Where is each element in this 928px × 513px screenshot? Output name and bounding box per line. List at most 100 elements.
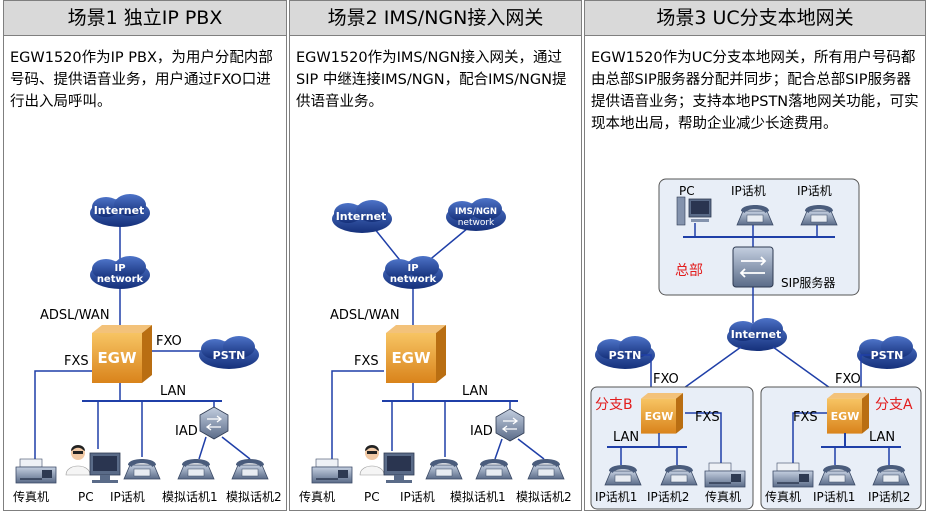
egw-branch-a-label: EGW bbox=[831, 410, 860, 423]
fxs-label-a: FXS bbox=[793, 410, 818, 425]
fxs-label-b: FXS bbox=[695, 410, 720, 425]
fax-machine bbox=[15, 458, 57, 484]
hq-label: 总部 bbox=[675, 263, 703, 279]
adsl-wan-label: ADSL/WAN bbox=[330, 308, 400, 323]
fxs-label: FXS bbox=[354, 354, 379, 369]
branch-a-device-label-1: 传真机 bbox=[765, 489, 801, 504]
pstn-cloud: PSTN bbox=[199, 336, 259, 369]
pc-user bbox=[65, 444, 121, 484]
link-internet-branch-b bbox=[676, 346, 742, 394]
scene1-diagram: Internet IP network PSTN EGW ADSL/WAN FX… bbox=[13, 194, 282, 504]
device-label-analog1: 模拟话机1 bbox=[450, 490, 506, 504]
branch-b-device-label-2: IP话机2 bbox=[647, 490, 689, 504]
branch-b-device-label-3: 传真机 bbox=[705, 489, 741, 504]
fxs-label: FXS bbox=[64, 354, 89, 369]
branch-b-device-label-1: IP话机1 bbox=[595, 490, 637, 504]
link-iad-analog2 bbox=[517, 438, 545, 460]
fax-machine bbox=[311, 458, 353, 484]
hq-device-label-phone2: IP话机 bbox=[797, 184, 832, 198]
link-fxs-fax bbox=[34, 370, 92, 461]
pstn-cloud-b-label: PSTN bbox=[609, 349, 642, 362]
iad-device bbox=[495, 408, 525, 442]
analog-phone-2 bbox=[231, 458, 269, 480]
scene2-diagram: Internet IMS/NGN network IP network EGW … bbox=[299, 198, 572, 504]
scene2-panel: 场景2 IMS/NGN接入网关 EGW1520作为IMS/NGN接入网关，通过S… bbox=[289, 0, 582, 511]
branch-a-label: 分支A bbox=[875, 397, 913, 413]
link-egw-b-fax bbox=[685, 412, 722, 463]
egw-device: EGW bbox=[386, 325, 446, 383]
link-internet-branch-a bbox=[772, 346, 838, 394]
adsl-wan-label: ADSL/WAN bbox=[40, 308, 110, 323]
ip-cloud-label-2: network bbox=[390, 274, 437, 285]
egw-branch-b-label: EGW bbox=[645, 410, 674, 423]
ims-cloud-label-2: network bbox=[458, 218, 495, 228]
link-iad-analog1 bbox=[198, 436, 207, 460]
internet-cloud-label: Internet bbox=[336, 210, 387, 223]
device-label-analog2: 模拟话机2 bbox=[226, 490, 282, 504]
ip-cloud-label-1: IP bbox=[114, 263, 125, 274]
lan-label: LAN bbox=[462, 384, 488, 399]
egw-label: EGW bbox=[97, 349, 137, 367]
scene1-panel: 场景1 独立IP PBX EGW1520作为IP PBX，为用户分配内部号码、提… bbox=[3, 0, 287, 511]
lan-label: LAN bbox=[160, 384, 186, 399]
ip-network-cloud: IP network bbox=[383, 256, 443, 289]
analog-phone-1 bbox=[177, 458, 215, 480]
lan-label-a: LAN bbox=[869, 430, 895, 445]
internet-cloud: Internet bbox=[90, 194, 150, 227]
hq-device-label-phone1: IP话机 bbox=[731, 184, 766, 198]
analog-phone-2 bbox=[527, 458, 565, 480]
egw-branch-b: EGW bbox=[641, 393, 683, 434]
ip-cloud-label-2: network bbox=[97, 274, 144, 285]
internet-cloud: Internet bbox=[332, 200, 392, 233]
scene2-title: 场景2 IMS/NGN接入网关 bbox=[290, 1, 581, 36]
iad-label: IAD bbox=[470, 424, 493, 439]
scene1-title: 场景1 独立IP PBX bbox=[4, 1, 286, 36]
pc-user bbox=[359, 444, 415, 484]
lan-label-b: LAN bbox=[613, 430, 639, 445]
egw-label: EGW bbox=[391, 349, 431, 367]
device-label-ipphone: IP话机 bbox=[400, 490, 435, 504]
ims-ngn-cloud: IMS/NGN network bbox=[446, 198, 506, 231]
scene3-title: 场景3 UC分支本地网关 bbox=[585, 1, 925, 36]
internet-cloud-label: Internet bbox=[94, 204, 145, 217]
internet-cloud-label: Internet bbox=[731, 328, 782, 341]
ip-phone bbox=[425, 458, 463, 480]
link-iad-analog2 bbox=[221, 436, 251, 460]
ip-phone bbox=[123, 458, 161, 480]
device-label-fax: 传真机 bbox=[13, 489, 49, 504]
branch-b-label: 分支B bbox=[595, 397, 633, 413]
pstn-cloud-a-label: PSTN bbox=[871, 349, 904, 362]
pstn-cloud-a: PSTN bbox=[857, 336, 917, 369]
iad-device bbox=[199, 406, 229, 440]
scene2-description: EGW1520作为IMS/NGN接入网关，通过SIP 中继连接IMS/NGN，配… bbox=[296, 50, 567, 110]
branch-a-device-label-2: IP话机1 bbox=[813, 490, 855, 504]
hq-device-label-pc: PC bbox=[679, 184, 695, 198]
scene3-panel: 场景3 UC分支本地网关 EGW1520作为UC分支本地网关，所有用户号码都由总… bbox=[584, 0, 926, 511]
device-label-pc: PC bbox=[364, 490, 380, 504]
branch-a-device-label-3: IP话机2 bbox=[868, 490, 910, 504]
fxo-label: FXO bbox=[156, 334, 182, 349]
analog-phone-1 bbox=[475, 458, 513, 480]
internet-cloud: Internet bbox=[727, 318, 787, 351]
link-fxs-fax bbox=[331, 370, 384, 461]
sip-server bbox=[732, 246, 774, 288]
scene3-description: EGW1520作为UC分支本地网关，所有用户号码都由总部SIP服务器分配并同步；… bbox=[591, 50, 919, 132]
link-iad-analog1 bbox=[494, 438, 503, 460]
device-label-fax: 传真机 bbox=[299, 489, 335, 504]
egw-device: EGW bbox=[92, 325, 152, 383]
device-label-analog2: 模拟话机2 bbox=[516, 490, 572, 504]
device-label-pc: PC bbox=[78, 490, 94, 504]
scene1-description: EGW1520作为IP PBX，为用户分配内部号码、提供语音业务，用户通过FXO… bbox=[10, 50, 273, 110]
scene3-diagram: PC IP话机 IP话机 总部 SIP服务器 Internet PSTN PST… bbox=[590, 178, 922, 510]
ims-cloud-label-1: IMS/NGN bbox=[455, 207, 497, 217]
fxo-label-b: FXO bbox=[653, 372, 679, 387]
pstn-cloud-label: PSTN bbox=[213, 349, 246, 362]
egw-branch-a: EGW bbox=[827, 393, 869, 434]
link-egw-a-fax bbox=[792, 412, 827, 463]
fxo-label-a: FXO bbox=[835, 372, 861, 387]
pstn-cloud-b: PSTN bbox=[595, 336, 655, 369]
sip-server-label: SIP服务器 bbox=[781, 275, 835, 290]
iad-label: IAD bbox=[175, 424, 198, 439]
ip-network-cloud: IP network bbox=[90, 256, 150, 289]
hq-pc bbox=[676, 196, 712, 226]
